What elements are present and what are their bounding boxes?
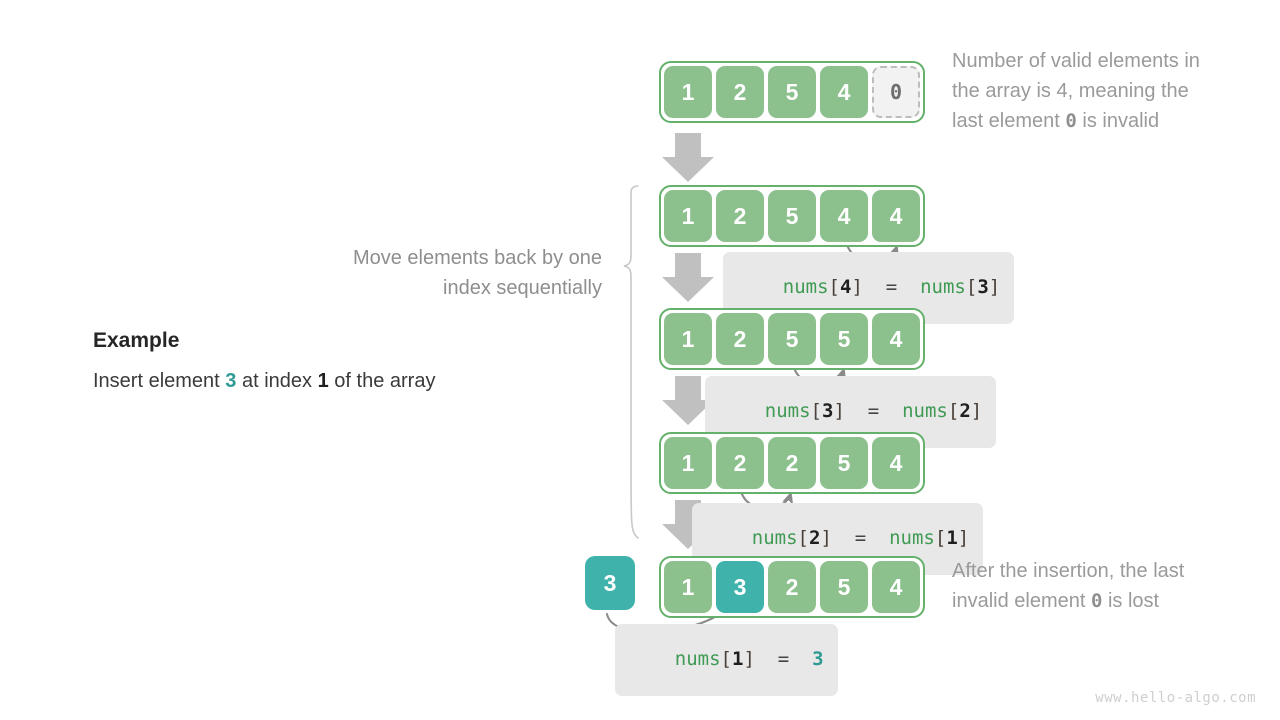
note-top-line3-pre: last element [952, 110, 1066, 132]
note-bottom: After the insertion, the last invalid el… [952, 556, 1262, 616]
example-text-post: of the array [328, 370, 436, 392]
array-row-shift-3: 1 2 5 5 4 [659, 308, 925, 370]
code-number: 1 [946, 527, 958, 549]
array-row-initial: 1 2 5 4 0 [659, 61, 925, 123]
code-bracket: ] [988, 276, 1001, 298]
note-top-line1: Number of valid elements in [952, 50, 1200, 72]
code-bracket: [ [947, 400, 960, 422]
array-cell[interactable]: 1 [664, 437, 712, 489]
code-label-nums1-eq-3: nums[1] = 3 [615, 624, 838, 696]
example-index: 1 [317, 370, 329, 392]
code-bracket: [ [720, 648, 732, 670]
code-operator: = [844, 400, 903, 422]
note-bottom-line2-post: is lost [1102, 590, 1160, 612]
code-identifier: nums [902, 400, 948, 422]
array-cell[interactable]: 5 [768, 190, 816, 242]
example-text-mid: at index [236, 370, 318, 392]
code-identifier: nums [782, 276, 829, 298]
code-identifier: nums [764, 400, 811, 422]
down-arrow-icon [662, 133, 714, 182]
array-cell[interactable]: 4 [872, 190, 920, 242]
code-bracket: [ [965, 276, 978, 298]
array-cell[interactable]: 1 [664, 561, 712, 613]
code-operator: = [831, 527, 890, 549]
code-value: 3 [812, 648, 824, 670]
note-top-line3-post: is invalid [1076, 110, 1160, 132]
note-top-line2: the array is 4, meaning the [952, 80, 1189, 102]
code-number: 3 [977, 276, 989, 298]
array-cell-inserted[interactable]: 3 [716, 561, 764, 613]
code-identifier: nums [751, 527, 798, 549]
code-bracket: [ [810, 400, 822, 422]
array-cell[interactable]: 4 [820, 66, 868, 118]
code-identifier: nums [674, 648, 721, 670]
array-cell[interactable]: 2 [716, 313, 764, 365]
array-row-shift-2: 1 2 2 5 4 [659, 432, 925, 494]
array-cell[interactable]: 2 [716, 190, 764, 242]
array-row-shift-4: 1 2 5 4 4 [659, 185, 925, 247]
code-number: 4 [839, 276, 852, 298]
array-cell[interactable]: 1 [664, 66, 712, 118]
array-cell-invalid[interactable]: 0 [872, 66, 920, 118]
code-bracket: [ [934, 527, 947, 549]
code-number: 2 [959, 400, 971, 422]
note-bottom-line2-pre: invalid element [952, 590, 1091, 612]
code-identifier: nums [920, 276, 966, 298]
array-cell[interactable]: 4 [872, 561, 920, 613]
code-bracket: ] [743, 648, 755, 670]
note-top-mono-zero: 0 [1065, 110, 1077, 132]
array-cell[interactable]: 1 [664, 313, 712, 365]
note-move-elements-text: Move elements back by one index sequenti… [352, 247, 602, 299]
array-cell[interactable]: 5 [820, 561, 868, 613]
array-cell[interactable]: 5 [768, 313, 816, 365]
note-bottom-mono-zero: 0 [1090, 590, 1103, 612]
example-text-pre: Insert element [93, 370, 226, 392]
array-cell[interactable]: 2 [768, 561, 816, 613]
array-cell[interactable]: 5 [820, 313, 868, 365]
array-cell[interactable]: 1 [664, 190, 712, 242]
code-number: 3 [821, 400, 834, 422]
code-bracket: ] [851, 276, 863, 298]
array-cell[interactable]: 5 [768, 66, 816, 118]
insert-value-box[interactable]: 3 [585, 556, 635, 610]
note-bottom-line1: After the insertion, the last [952, 560, 1185, 582]
code-operator: = [862, 276, 921, 298]
note-top: Number of valid elements in the array is… [952, 46, 1262, 136]
array-cell[interactable]: 2 [768, 437, 816, 489]
array-cell[interactable]: 4 [820, 190, 868, 242]
code-bracket: ] [833, 400, 845, 422]
array-cell[interactable]: 2 [716, 66, 764, 118]
watermark: www.hello-algo.com [1095, 690, 1256, 706]
curly-brace-icon [623, 185, 639, 539]
array-cell[interactable]: 5 [820, 437, 868, 489]
code-bracket: [ [828, 276, 840, 298]
note-move-elements: Move elements back by one index sequenti… [300, 243, 602, 303]
array-row-final: 1 3 2 5 4 [659, 556, 925, 618]
code-bracket: ] [957, 527, 970, 549]
code-bracket: ] [820, 527, 832, 549]
array-cell[interactable]: 4 [872, 437, 920, 489]
code-identifier: nums [889, 527, 935, 549]
array-cell[interactable]: 2 [716, 437, 764, 489]
example-value: 3 [225, 370, 237, 392]
code-bracket: ] [970, 400, 983, 422]
example-title: Example [93, 329, 180, 352]
code-operator: = [754, 648, 813, 670]
array-cell[interactable]: 4 [872, 313, 920, 365]
code-number: 1 [731, 648, 744, 670]
down-arrow-icon [662, 253, 714, 302]
example-description: Insert element 3 at index 1 of the array [93, 370, 613, 393]
code-number: 2 [808, 527, 821, 549]
code-bracket: [ [797, 527, 809, 549]
